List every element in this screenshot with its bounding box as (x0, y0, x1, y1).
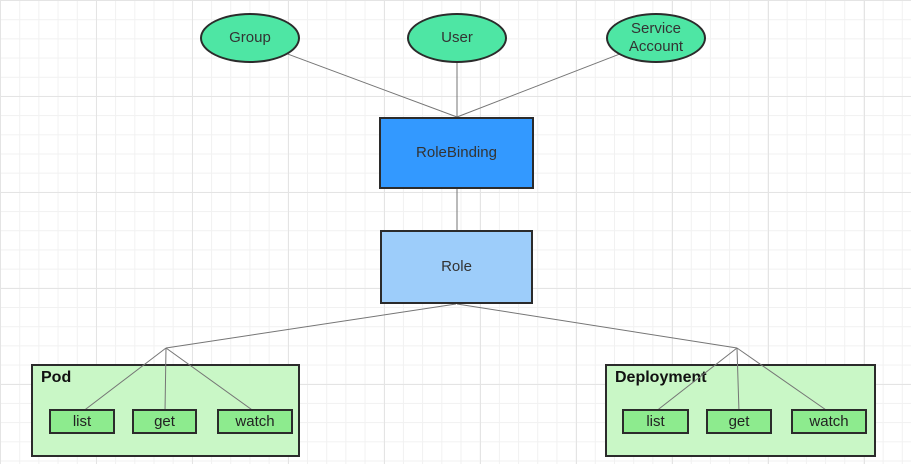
service-account-node[interactable]: Service Account (606, 13, 706, 63)
deployment-verb-list-node[interactable]: list (622, 409, 689, 434)
edge-deployment-list[interactable] (654, 347, 738, 413)
edge-role-deployment[interactable] (456, 303, 738, 349)
deployment-verb-watch-node[interactable]: watch (791, 409, 867, 434)
deployment-container-label: Deployment (615, 369, 707, 386)
rolebinding-node[interactable]: RoleBinding (379, 117, 534, 189)
service-account-node-label: Service Account (628, 20, 684, 55)
pod-verb-watch-label: watch (235, 412, 275, 430)
deployment-verb-watch-label: watch (809, 412, 849, 430)
deployment-verb-get-label: get (728, 412, 750, 430)
role-node-label: Role (441, 258, 472, 275)
edge-pod-watch[interactable] (165, 347, 256, 413)
edge-role-pod[interactable] (165, 303, 457, 349)
pod-verb-get-label: get (154, 412, 175, 430)
deployment-verb-get-node[interactable]: get (706, 409, 772, 434)
edge-deployment-get[interactable] (736, 347, 740, 413)
rolebinding-node-label: RoleBinding (416, 144, 497, 161)
deployment-verb-list-label: list (646, 412, 665, 430)
pod-verb-watch-node[interactable]: watch (217, 409, 293, 434)
pod-verb-get-node[interactable]: get (132, 409, 197, 434)
edge-pod-get[interactable] (164, 347, 167, 413)
edge-pod-list[interactable] (81, 347, 167, 413)
pod-verb-list-label: list (72, 412, 92, 430)
group-node[interactable]: Group (200, 13, 300, 63)
group-node-label: Group (229, 29, 271, 46)
pod-container-label: Pod (41, 369, 72, 386)
edge-deployment-watch[interactable] (736, 347, 830, 413)
user-node[interactable]: User (407, 13, 507, 63)
user-node-label: User (441, 29, 473, 46)
role-node[interactable]: Role (380, 230, 533, 304)
pod-verb-list-node[interactable]: list (49, 409, 115, 434)
